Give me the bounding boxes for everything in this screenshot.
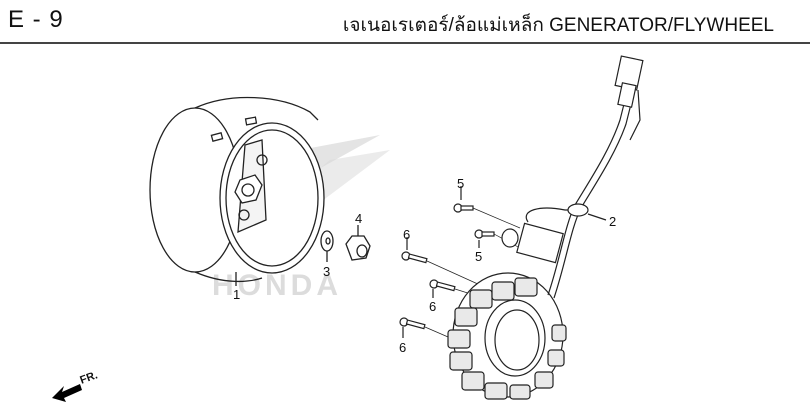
bolts-6: [399, 237, 491, 341]
callout-1: 1: [233, 287, 241, 302]
callout-2: 2: [609, 214, 617, 229]
bolts-5: [453, 186, 521, 249]
page-title: เจเนอเรเตอร์/ล้อแม่เหล็ก GENERATOR/FLYWH…: [342, 15, 774, 36]
washer: [320, 230, 334, 262]
svg-text:HONDA: HONDA: [212, 269, 342, 302]
callout-6b: 6: [429, 299, 437, 314]
callout-6a: 6: [403, 227, 411, 242]
section-code: E - 9: [8, 6, 64, 33]
header-divider: [0, 42, 810, 44]
callout-4: 4: [355, 211, 363, 226]
callout-6c: 6: [399, 340, 407, 355]
flywheel: [149, 96, 325, 286]
callout-3: 3: [323, 264, 331, 279]
callout-5b: 5: [475, 249, 483, 264]
flange-nut: [345, 225, 371, 261]
callout-5a: 5: [457, 176, 465, 191]
harness: [501, 55, 644, 299]
front-direction-arrow-icon: [52, 384, 82, 402]
stator: [447, 272, 567, 400]
